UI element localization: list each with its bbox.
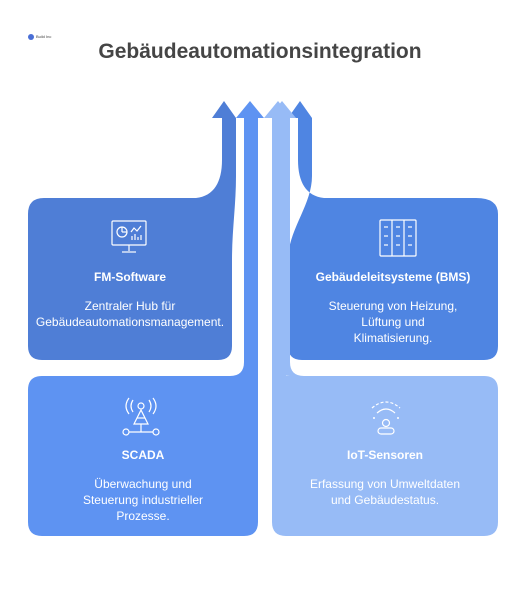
logo-mark-icon bbox=[28, 34, 34, 40]
antenna-network-icon bbox=[122, 397, 160, 436]
scada-text: SCADA Überwachung und Steuerung industri… bbox=[28, 448, 258, 524]
iot-sensoren-desc-1: Erfassung von Umweltdaten bbox=[309, 477, 461, 491]
bms-desc-3: Klimatisierung. bbox=[353, 331, 433, 345]
bms-desc-1: Steuerung von Heizung, bbox=[328, 299, 458, 313]
iot-sensoren-card bbox=[264, 101, 498, 536]
logo: Build Inc bbox=[28, 33, 56, 41]
fm-software-desc-1: Zentraler Hub für bbox=[84, 299, 176, 313]
scada-desc-3: Prozesse. bbox=[116, 509, 170, 523]
scada-card bbox=[28, 101, 264, 536]
wireless-sensor-icon bbox=[371, 401, 401, 435]
page-title: Gebäudeautomationsintegration bbox=[98, 40, 422, 63]
iot-sensoren-text: IoT-Sensoren Erfassung von Umweltdaten u… bbox=[272, 448, 498, 508]
fm-software-title: FM-Software bbox=[94, 270, 166, 284]
scada-title: SCADA bbox=[121, 448, 165, 462]
iot-sensoren-desc-2: und Gebäudestatus. bbox=[330, 493, 440, 507]
server-rack-icon bbox=[379, 219, 417, 257]
iot-sensoren-title: IoT-Sensoren bbox=[346, 448, 423, 462]
fm-software-desc-2: Gebäudeautomationsmanagement. bbox=[35, 315, 225, 329]
bms-card bbox=[288, 101, 498, 360]
bms-title: Gebäudeleitsysteme (BMS) bbox=[315, 270, 471, 284]
bms-desc-2: Lüftung und bbox=[361, 315, 425, 329]
scada-desc-2: Steuerung industrieller bbox=[82, 493, 204, 507]
dashboard-monitor-icon bbox=[111, 220, 147, 253]
bms-text: Gebäudeleitsysteme (BMS) Steuerung von H… bbox=[288, 270, 498, 346]
scada-desc-1: Überwachung und bbox=[94, 477, 192, 491]
fm-software-text: FM-Software Zentraler Hub für Gebäudeaut… bbox=[28, 270, 232, 330]
logo-text: Build Inc bbox=[36, 34, 52, 39]
